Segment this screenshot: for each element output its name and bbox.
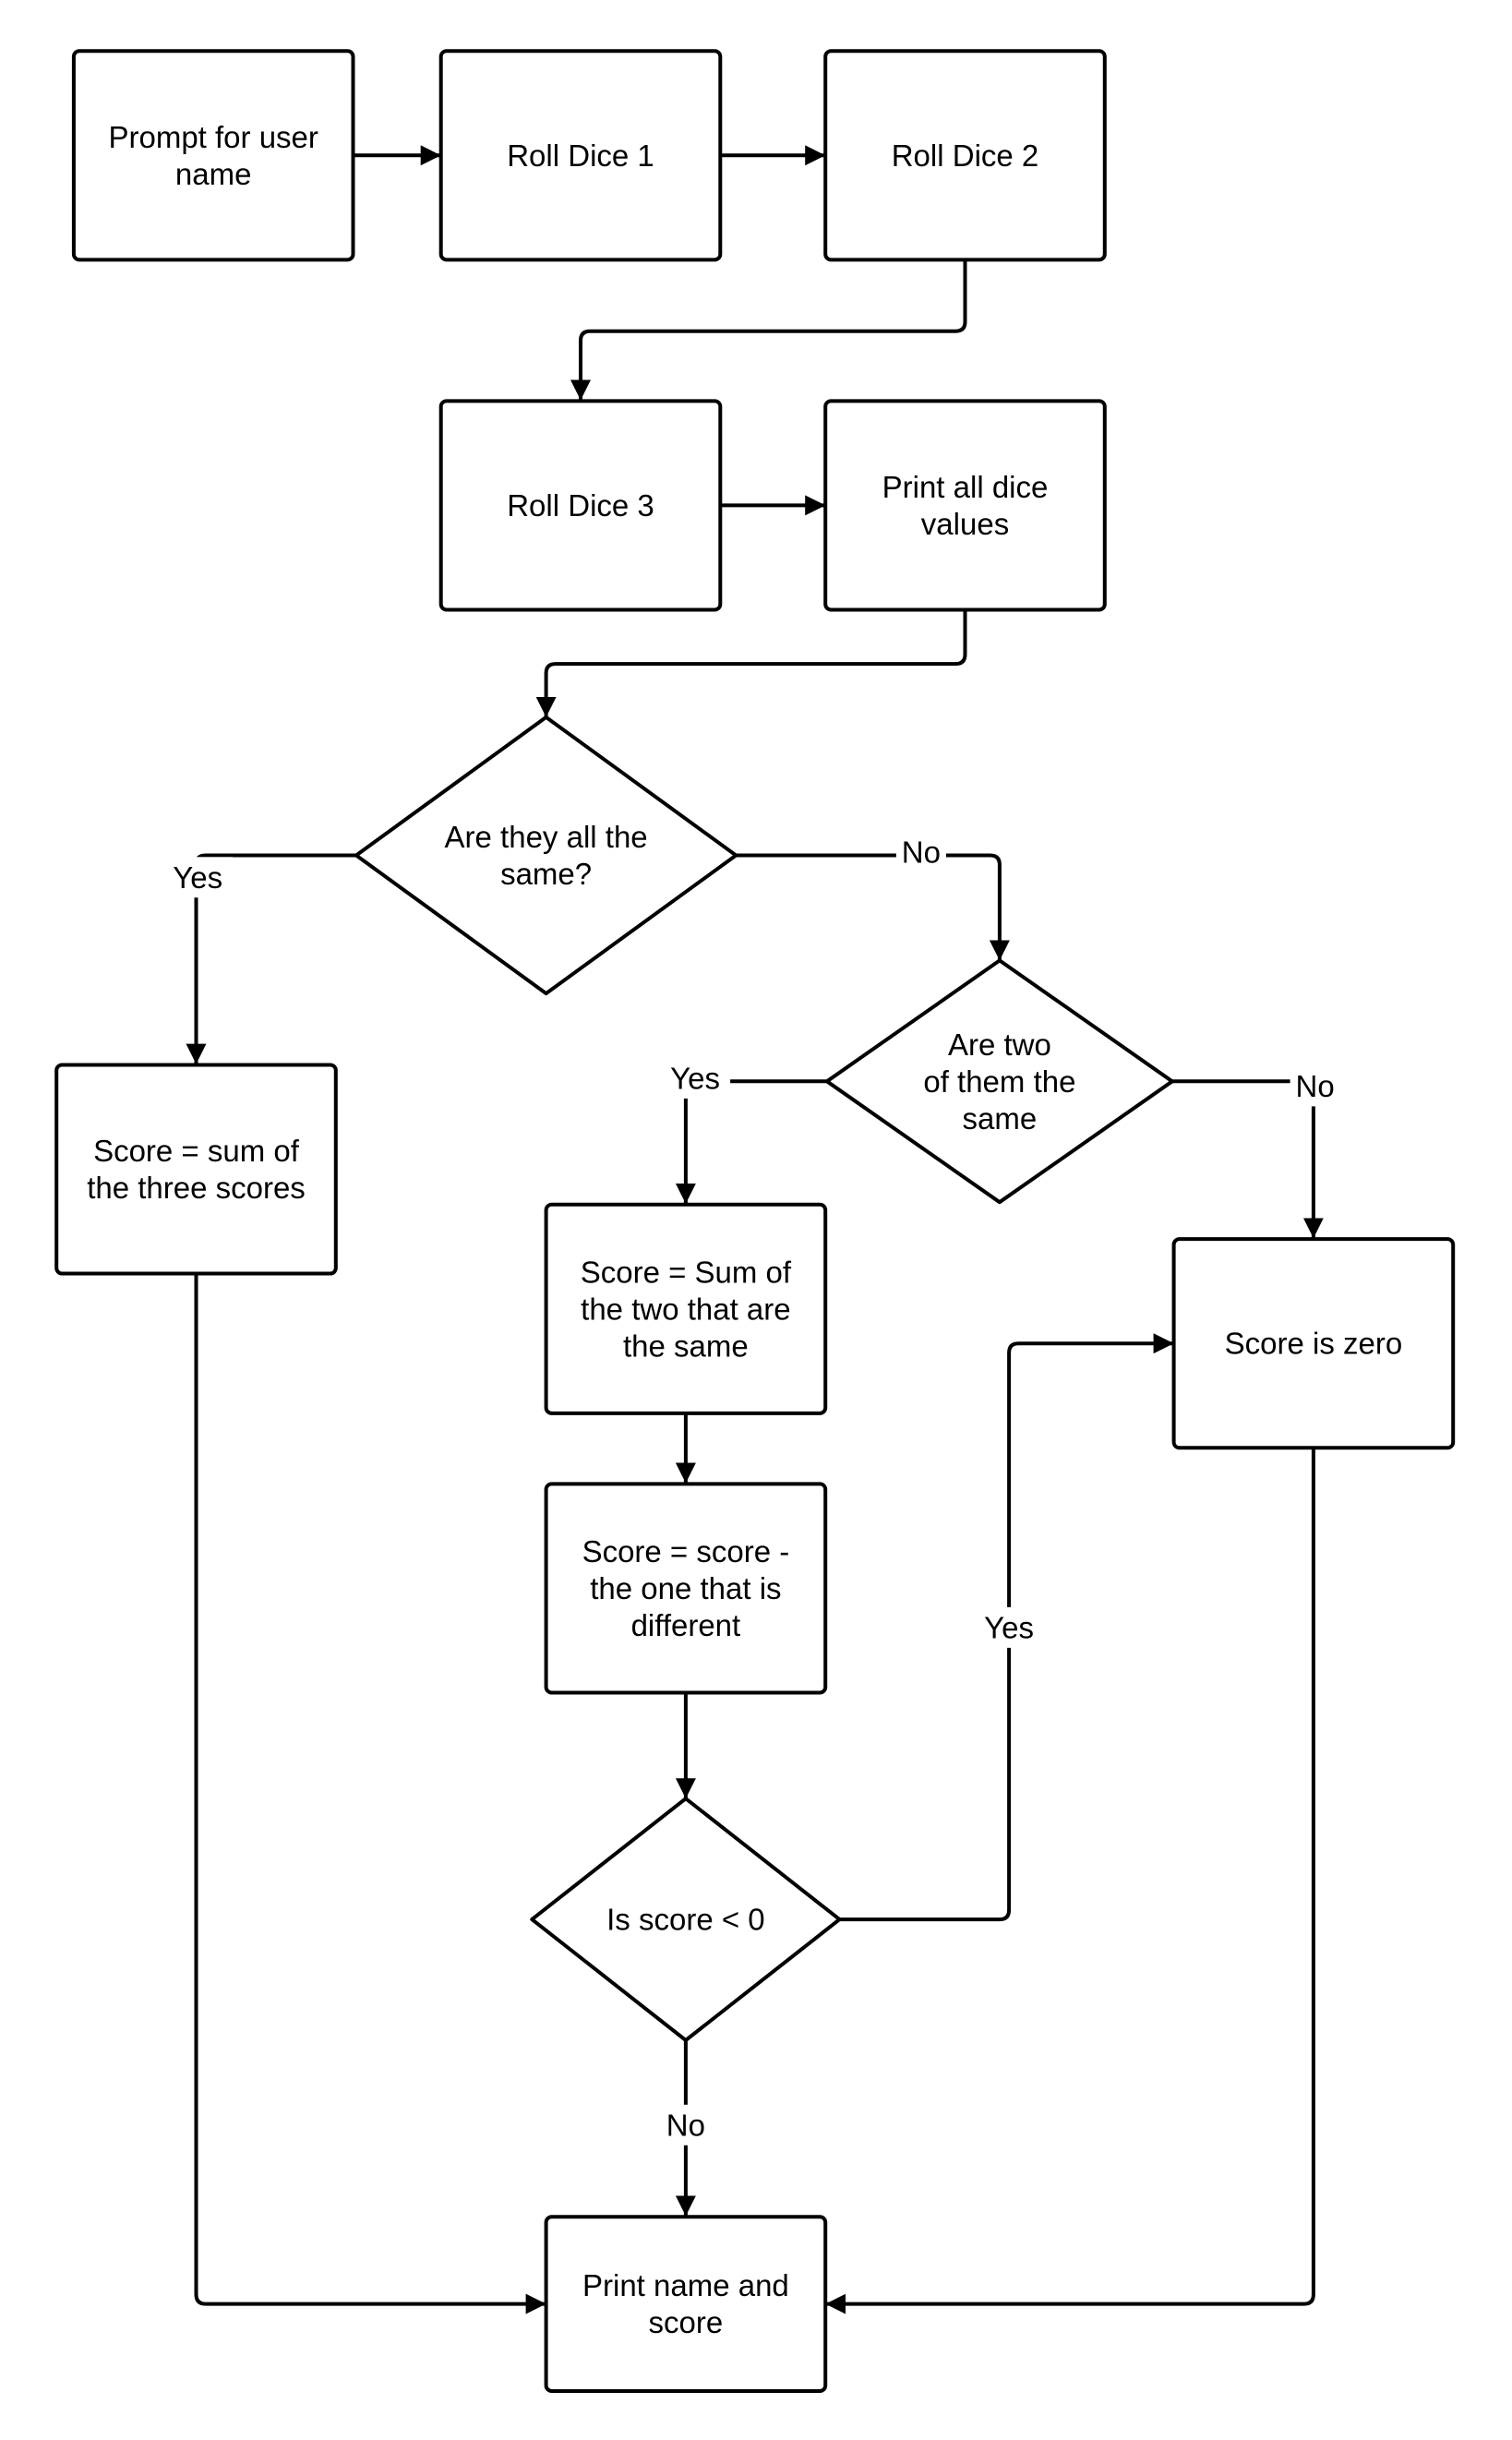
node-text-line: same? — [500, 857, 592, 891]
node-text-line: Score is zero — [1225, 1327, 1403, 1361]
node-text-line: Roll Dice 1 — [507, 138, 654, 173]
edge-label-text: Yes — [173, 860, 222, 895]
process-box — [71, 49, 355, 262]
node-text-line: Are two — [948, 1028, 1051, 1062]
node-text-line: Score = score - — [582, 1534, 790, 1569]
edge-label-background — [974, 1606, 1045, 1648]
node-text-line: values — [921, 507, 1009, 541]
node-text-line: Roll Dice 2 — [892, 138, 1039, 173]
edge-allsame-to-twosame — [736, 853, 1010, 961]
edge-dice2-to-dice3 — [570, 260, 967, 401]
node-text-line: Is score < 0 — [606, 1903, 765, 1937]
process-box — [544, 1482, 828, 1695]
edge-sumthree-to-printname — [194, 1274, 546, 2314]
node-scorezero: Score is zero — [1171, 1237, 1456, 1450]
process-box — [54, 1063, 338, 1276]
edge-scorezero-to-printname — [825, 1448, 1315, 2314]
node-text-line: same — [963, 1101, 1038, 1136]
edge-label-text: No — [666, 2108, 705, 2142]
edge-label-lessthan-to-scorezero: Yes — [974, 1606, 1045, 1648]
node-text-line: the same — [623, 1328, 749, 1363]
edge-label-background — [660, 1057, 731, 1099]
process-box — [438, 49, 723, 262]
node-dice3: Roll Dice 3 — [438, 399, 723, 612]
edge-label-lessthan-to-printname: No — [660, 2104, 711, 2146]
decision-diamond — [824, 958, 1174, 1205]
node-text-line: Score = Sum of — [581, 1255, 792, 1289]
edge-label-text: No — [1296, 1069, 1335, 1103]
node-text-line: Score = sum of — [93, 1134, 300, 1168]
node-text-line: Print name and — [582, 2268, 789, 2302]
node-text-line: of them the — [923, 1064, 1075, 1099]
node-dice2: Roll Dice 2 — [823, 49, 1107, 262]
process-box — [823, 399, 1107, 612]
edge-label-text: Yes — [984, 1610, 1034, 1644]
node-dice1: Roll Dice 1 — [438, 49, 723, 262]
edge-label-background — [895, 832, 946, 873]
edge-twosame-to-sumtwo — [675, 1079, 827, 1204]
node-text-line: Roll Dice 3 — [507, 488, 654, 523]
decision-diamond — [530, 1797, 842, 2042]
node-text-line: the two that are — [581, 1292, 790, 1326]
node-text-line: Prompt for user — [108, 120, 318, 154]
process-box — [544, 1202, 828, 1415]
process-box — [1171, 1237, 1456, 1450]
edge-label-allsame-to-sumthree: Yes — [162, 857, 234, 898]
decision-diamond — [354, 715, 738, 996]
node-text-line: the one that is — [590, 1571, 781, 1605]
node-lessthan: Is score < 0 — [530, 1797, 842, 2042]
edge-label-text: Yes — [670, 1061, 720, 1095]
edge-label-background — [1290, 1065, 1340, 1107]
process-box — [438, 399, 723, 612]
edge-label-background — [162, 857, 234, 898]
edge-label-twosame-to-scorezero: No — [1290, 1065, 1340, 1107]
node-text-line: score — [649, 2305, 724, 2339]
node-text-line: Print all dice — [882, 470, 1049, 504]
node-text-line: name — [175, 157, 252, 191]
node-text-line: the three scores — [87, 1171, 306, 1205]
node-text-line: different — [631, 1608, 741, 1642]
process-box — [544, 2215, 828, 2393]
process-box — [823, 49, 1107, 262]
edge-printdice-to-allsame — [535, 610, 967, 717]
edge-label-background — [660, 2104, 711, 2146]
edge-label-twosame-to-sumtwo: Yes — [660, 1057, 731, 1099]
node-text-line: Are they all the — [445, 820, 648, 854]
edge-label-text: No — [902, 835, 941, 870]
edge-label-allsame-to-twosame: No — [895, 832, 946, 873]
